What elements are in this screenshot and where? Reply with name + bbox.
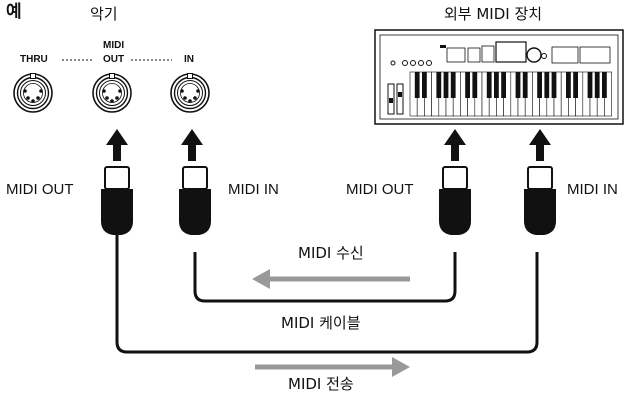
receive-arrow-icon (252, 269, 410, 289)
thru-port-label: THRU (20, 54, 48, 65)
in-port-jack (170, 72, 210, 113)
up-arrow-icon (529, 129, 551, 161)
black-key (544, 72, 550, 98)
black-key (465, 72, 470, 98)
right-midi-in-label: MIDI IN (567, 181, 618, 198)
black-key (450, 72, 456, 98)
right-midi-out-label: MIDI OUT (346, 181, 414, 198)
black-key (602, 72, 607, 98)
black-key (537, 72, 542, 98)
black-key (472, 72, 478, 98)
black-key (522, 72, 528, 98)
black-key (566, 72, 571, 98)
receive-label: MIDI 수신 (298, 244, 364, 262)
external-device-title: 외부 MIDI 장치 (444, 5, 543, 23)
example-tag: 예 (6, 2, 22, 22)
black-key (436, 72, 442, 98)
plug-right-out (438, 166, 472, 236)
black-key (515, 72, 521, 98)
plug-left-in (178, 166, 212, 236)
up-arrow-icon (444, 129, 466, 161)
left-midi-in-label: MIDI IN (228, 181, 279, 198)
out-port-jack (92, 72, 132, 113)
black-key (587, 72, 593, 98)
transmit-arrow-icon (255, 357, 410, 377)
midi-port-header: MIDI (103, 40, 125, 51)
black-key (422, 72, 427, 98)
black-key (501, 72, 506, 98)
plug-right-in (523, 166, 557, 236)
left-midi-out-label: MIDI OUT (6, 181, 74, 198)
thru-port-jack (13, 72, 53, 113)
black-key (486, 72, 492, 98)
black-key (573, 72, 578, 98)
cable-label: MIDI 케이블 (281, 314, 361, 332)
out-port-label: OUT (103, 54, 125, 65)
transmit-label: MIDI 전송 (288, 375, 354, 393)
black-key (494, 72, 499, 98)
black-key (551, 72, 557, 98)
up-arrow-icon (181, 129, 203, 161)
instrument-title: 악기 (90, 5, 118, 23)
black-key (414, 72, 420, 98)
black-key (443, 72, 449, 98)
cable-midi-in-to-out (193, 252, 457, 303)
keyboard-illustration (374, 29, 624, 125)
plug-left-out (100, 166, 134, 236)
black-key (594, 72, 600, 98)
up-arrow-icon (106, 129, 128, 161)
cable-midi-out-to-in (115, 211, 539, 354)
in-port-label: IN (184, 54, 194, 65)
